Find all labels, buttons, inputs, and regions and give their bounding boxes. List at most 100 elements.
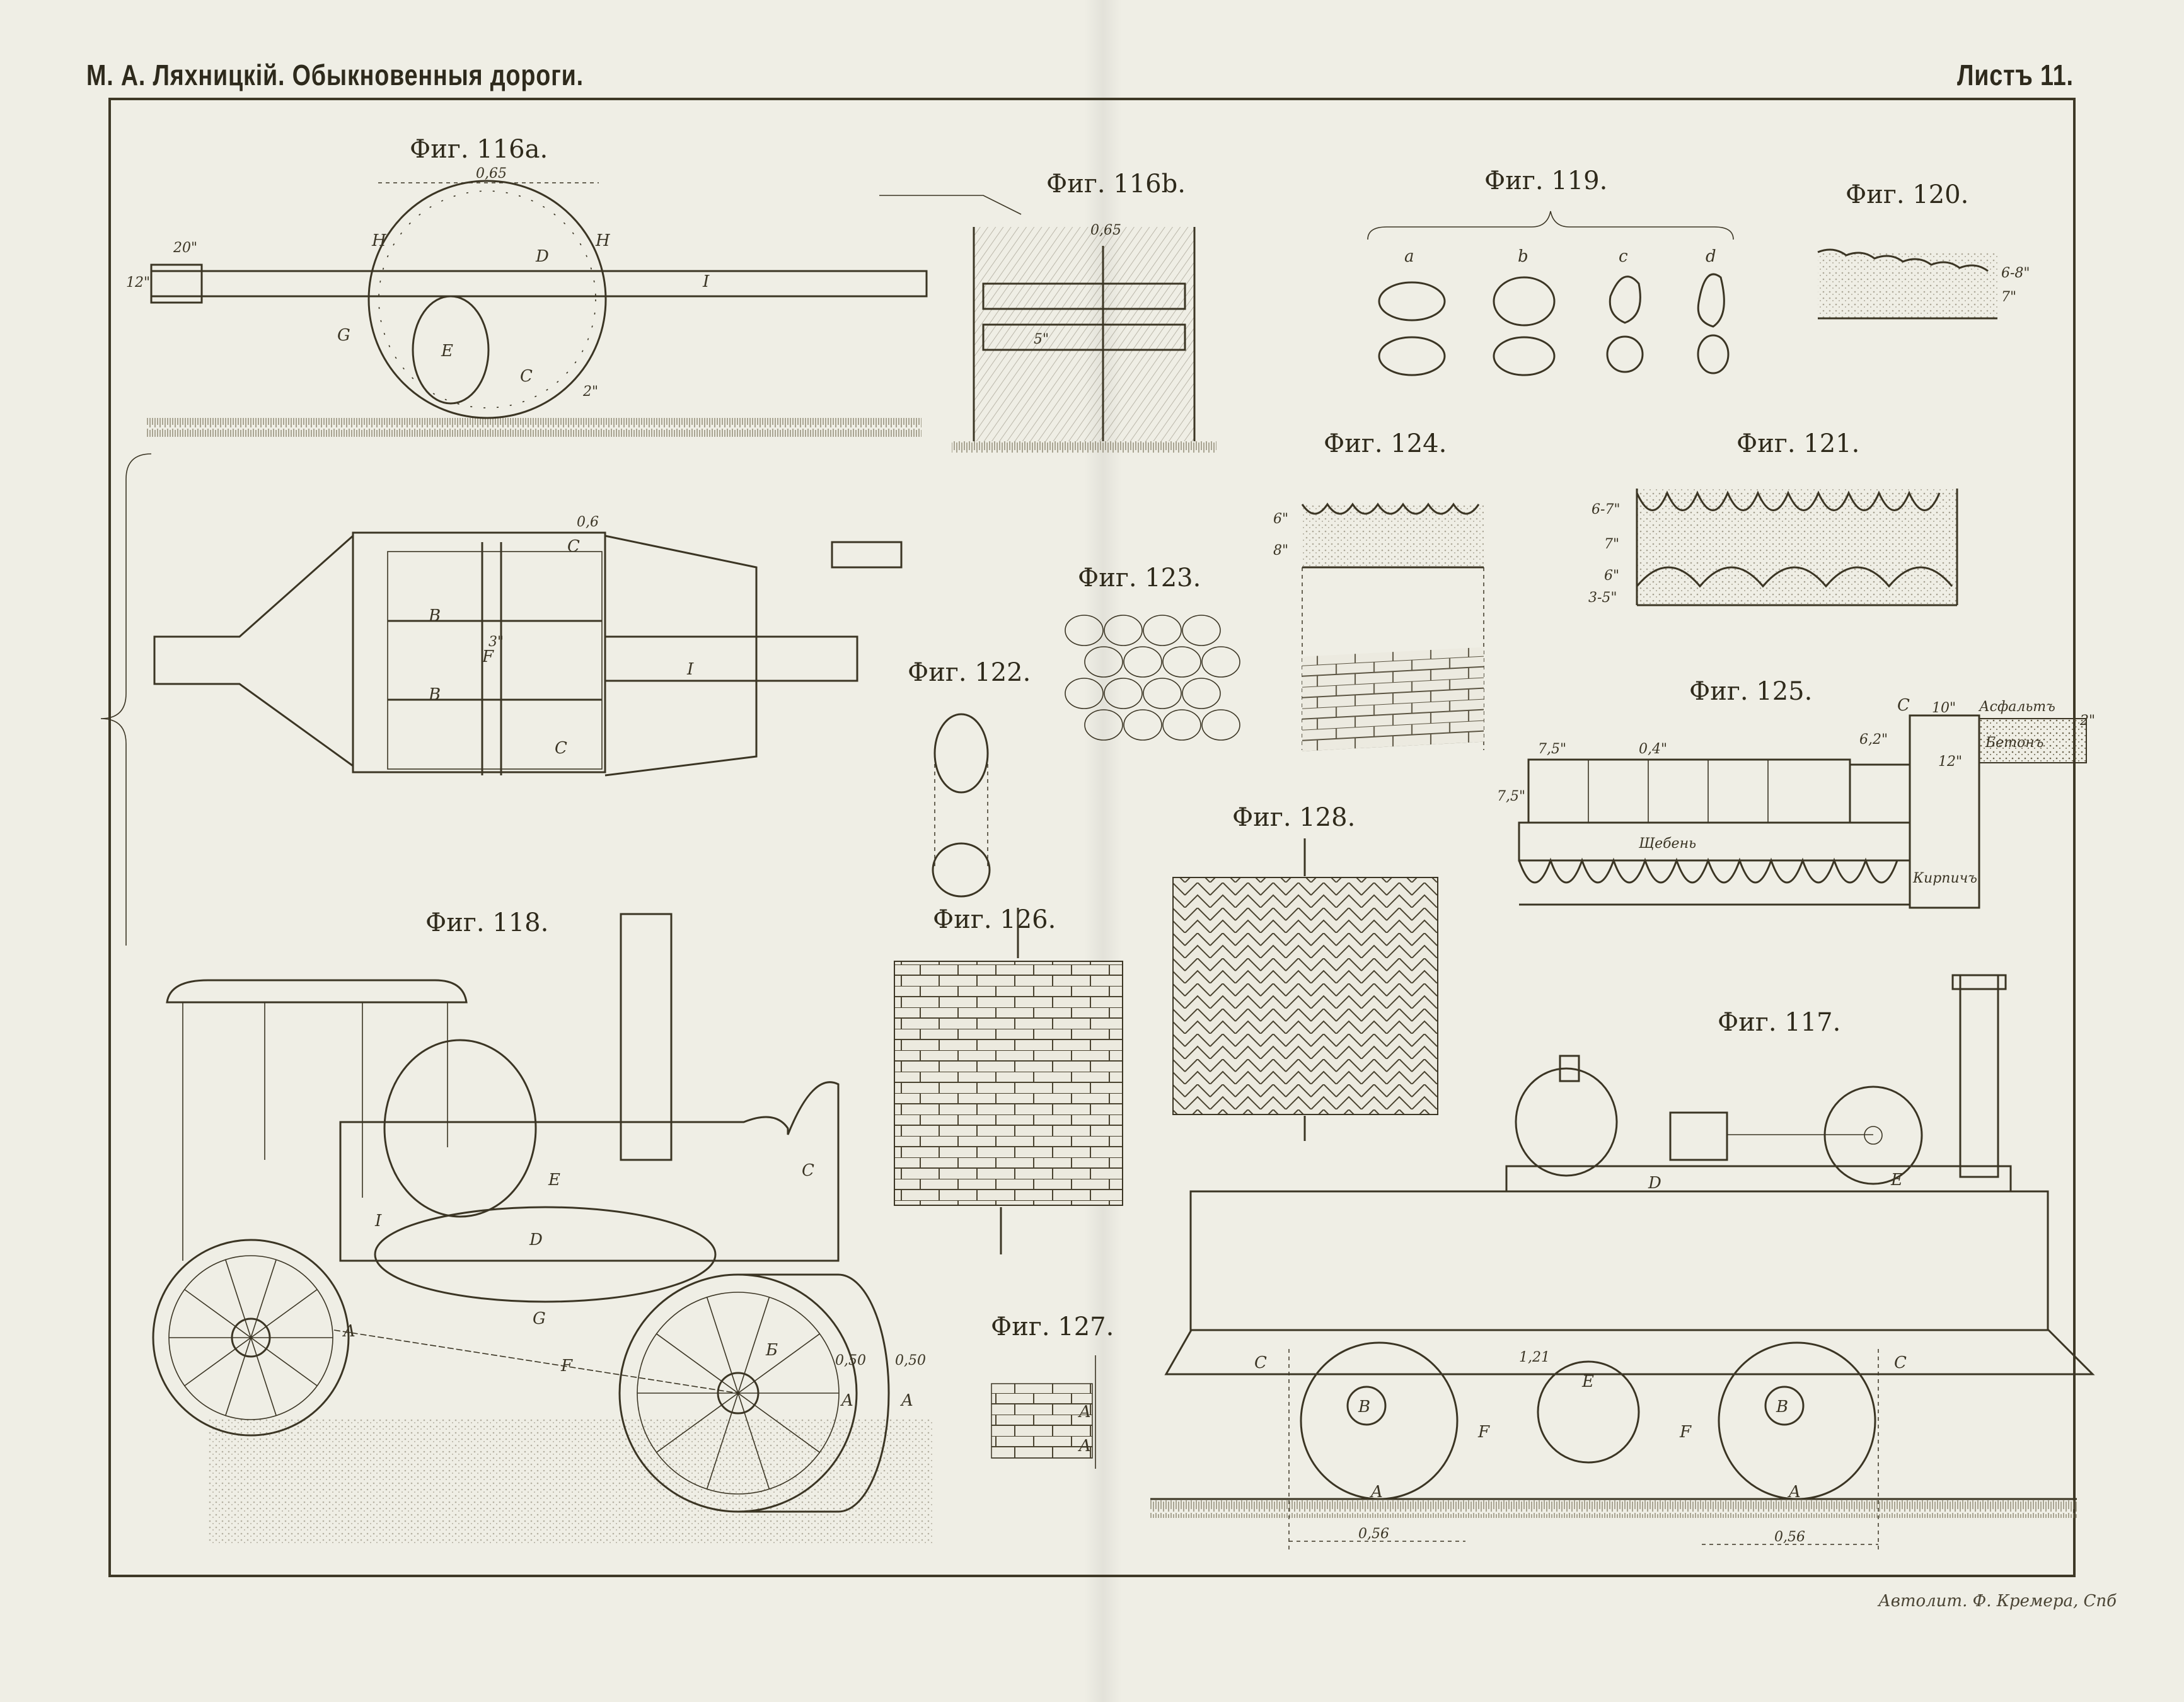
part-letter: a bbox=[1404, 247, 1414, 266]
paving-stone bbox=[1162, 709, 1201, 741]
part-letter: C bbox=[567, 537, 580, 556]
wheel-spoke bbox=[225, 1337, 251, 1416]
dimension-label: 0,65 bbox=[476, 166, 507, 182]
dimension-label: 1,21 bbox=[1519, 1350, 1550, 1365]
dimension-label: 6" bbox=[1604, 568, 1619, 584]
wheel-spoke bbox=[656, 1333, 739, 1394]
part-letter: E bbox=[441, 342, 453, 361]
dimension-label: 0,4" bbox=[1639, 741, 1667, 757]
ground-hatching bbox=[146, 418, 922, 437]
figure-label: Фиг. 125. bbox=[1689, 677, 1812, 706]
part-letter: A bbox=[1788, 1483, 1801, 1502]
part-letter: A bbox=[1078, 1437, 1091, 1456]
wheel-spoke bbox=[737, 1392, 770, 1490]
dimension-label: 3" bbox=[488, 634, 504, 650]
wheel-spoke bbox=[250, 1288, 318, 1338]
figure-label: Фиг. 123. bbox=[1078, 564, 1201, 593]
figure-123-hexagonal-paving: Фиг. 123. bbox=[1065, 564, 1240, 741]
part-letter: F bbox=[1477, 1423, 1490, 1442]
dimension-label: 6-8" bbox=[2001, 265, 2030, 281]
paving-stone bbox=[1143, 615, 1182, 646]
material-label-concrete: Бетонъ bbox=[1985, 735, 2043, 751]
wheel-spoke bbox=[184, 1337, 251, 1387]
wheel-spoke bbox=[225, 1259, 251, 1338]
frame-rail bbox=[1164, 1329, 2095, 1375]
canopy bbox=[166, 979, 468, 1004]
dimension-label: 6-7" bbox=[1592, 502, 1621, 518]
part-letter: C bbox=[555, 739, 567, 758]
material-label-asphalt: Асфальтъ bbox=[1978, 699, 2055, 715]
drawbar bbox=[150, 270, 928, 298]
paving-stone bbox=[1143, 678, 1182, 709]
part-letter: B bbox=[428, 606, 441, 625]
tank-body bbox=[1189, 1190, 2049, 1331]
wheel-spoke bbox=[706, 1297, 739, 1394]
part-letter: E bbox=[1581, 1372, 1594, 1391]
wheel-spoke bbox=[250, 1337, 277, 1416]
part-letter: G bbox=[337, 326, 350, 345]
figure-label: Фиг. 126. bbox=[933, 905, 1056, 934]
bar-end bbox=[150, 263, 203, 304]
plan-drawbar bbox=[604, 635, 858, 682]
dimension-label: 12" bbox=[126, 275, 150, 291]
part-letter: E bbox=[1890, 1171, 1903, 1190]
wheel-spoke bbox=[706, 1392, 739, 1490]
chimney bbox=[1959, 974, 1999, 1178]
part-letter: H bbox=[595, 231, 611, 250]
part-letter: C bbox=[1894, 1353, 1907, 1372]
part-letter: G bbox=[533, 1309, 546, 1328]
dimension-label: 0,65 bbox=[1090, 223, 1121, 238]
wheel-spoke bbox=[250, 1259, 277, 1338]
wheel-spoke bbox=[184, 1288, 251, 1338]
part-letter: F bbox=[482, 647, 494, 666]
plan-frame bbox=[352, 531, 606, 773]
figure-label: Фиг. 120. bbox=[1846, 180, 1968, 209]
drum-plan bbox=[387, 551, 603, 770]
detail-bar bbox=[831, 541, 903, 569]
figure-116a-roller-plan: 0,6 3" B B F C C I bbox=[100, 453, 903, 946]
cylinder bbox=[1669, 1111, 1728, 1161]
paving-stone bbox=[1123, 646, 1162, 678]
dimension-label: 0,56 bbox=[1774, 1529, 1805, 1545]
part-letter: A bbox=[342, 1322, 355, 1341]
part-letter: A bbox=[840, 1391, 853, 1410]
figure-label: Фиг. 118. bbox=[425, 908, 548, 937]
part-letter: E bbox=[548, 1171, 560, 1190]
vertical-boiler bbox=[1515, 1067, 1618, 1177]
part-letter: C bbox=[802, 1161, 814, 1180]
part-letter: B bbox=[428, 685, 441, 704]
dimension-label: 6,2" bbox=[1859, 732, 1888, 748]
wheel-spoke bbox=[737, 1297, 770, 1394]
paving-stone bbox=[1182, 678, 1221, 709]
paving-stone bbox=[1065, 615, 1104, 646]
dimension-label: 7,5" bbox=[1497, 789, 1525, 804]
dimension-label: 6" bbox=[1273, 511, 1288, 527]
boiler-body bbox=[339, 1081, 840, 1262]
flywheel bbox=[1823, 1085, 1923, 1185]
deck bbox=[1505, 1165, 2012, 1193]
dimension-label: 2" bbox=[2079, 713, 2095, 729]
figure-label: Фиг. 116a. bbox=[410, 135, 548, 164]
figure-118-steam-roller: Фиг. 118. E C D I A Б A A F G 0,50 0,50 bbox=[152, 908, 933, 1544]
part-letter: F bbox=[1679, 1423, 1692, 1442]
wheel-spoke bbox=[737, 1392, 820, 1453]
paving-stone bbox=[1084, 646, 1123, 678]
gear-wheel bbox=[1537, 1360, 1640, 1464]
paving-stone bbox=[1104, 615, 1143, 646]
figure-label: Фиг. 124. bbox=[1324, 429, 1447, 458]
figure-124-pavement-section-plan: Фиг. 124. 6" 8" bbox=[1273, 429, 1484, 751]
figure-label: Фиг. 121. bbox=[1736, 429, 1859, 458]
brace bbox=[100, 453, 152, 946]
lithographer-imprint: Автолит. Ф. Кремера, Спб bbox=[1878, 1592, 2117, 1611]
wheel-spoke bbox=[737, 1333, 820, 1394]
material-label-gravel: Щебень bbox=[1638, 836, 1696, 852]
part-letter: D bbox=[1648, 1174, 1661, 1193]
flywheel-housing bbox=[383, 1039, 537, 1218]
sheet-number: Листъ 11. bbox=[1957, 59, 2074, 91]
figure-label: Фиг. 127. bbox=[991, 1312, 1114, 1341]
part-letter: I bbox=[374, 1212, 382, 1230]
part-letter: H bbox=[371, 231, 387, 250]
running-title: М. А. Ляхницкій. Обыкновенныя дороги. bbox=[86, 59, 584, 91]
material-label-brick: Кирпичъ bbox=[1912, 871, 1977, 886]
paving-stone bbox=[1201, 709, 1240, 741]
